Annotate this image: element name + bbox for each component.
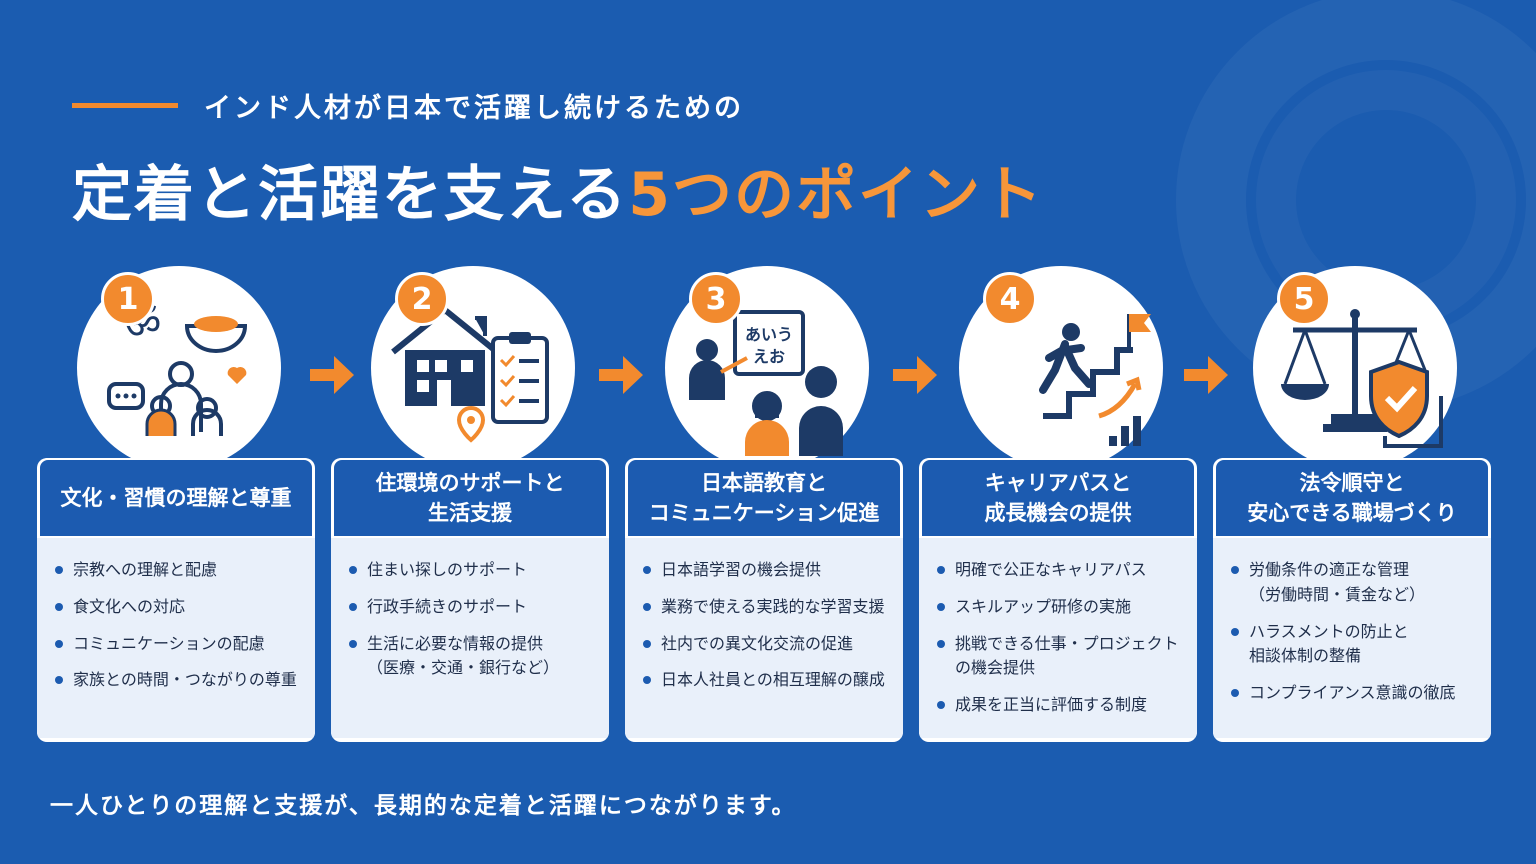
point-number: 4 bbox=[983, 272, 1037, 326]
illustration-circle: あいう えお 3 bbox=[665, 266, 869, 470]
list-item: 業務で使える実践的な学習支援 bbox=[643, 595, 889, 620]
list-item: 行政手続きのサポート bbox=[349, 595, 595, 620]
card-list: 日本語学習の機会提供 業務で使える実践的な学習支援 社内での異文化交流の促進 日… bbox=[625, 538, 903, 738]
illustration-circle: 4 bbox=[959, 266, 1163, 470]
point-card: 法令順守と 安心できる職場づくり 労働条件の適正な管理 （労働時間・賃金など） … bbox=[1213, 458, 1491, 742]
card-list: 住まい探しのサポート 行政手続きのサポート 生活に必要な情報の提供 （医療・交通… bbox=[331, 538, 609, 738]
list-item: 日本人社員との相互理解の醸成 bbox=[643, 668, 889, 693]
title-accent: 5つのポイント bbox=[628, 160, 1044, 230]
illustration-circle: ॐ 1 bbox=[77, 266, 281, 470]
list-item: コミュニケーションの配慮 bbox=[55, 632, 301, 657]
card-title-line: 文化・習慣の理解と尊重 bbox=[60, 485, 292, 510]
scale-shield-icon bbox=[1281, 309, 1443, 448]
list-item: 宗教への理解と配慮 bbox=[55, 558, 301, 583]
page-title: 定着と活躍を支える5つのポイント bbox=[72, 146, 1044, 233]
card-title-line: 成長機会の提供 bbox=[984, 501, 1132, 525]
list-item: スキルアップ研修の実施 bbox=[937, 595, 1183, 620]
card-title: 日本語教育と コミュニケーション促進 bbox=[626, 458, 902, 538]
arrow-right-icon bbox=[310, 356, 354, 394]
card-title-line: 法令順守と bbox=[1299, 470, 1405, 495]
list-item: コンプライアンス意識の徹底 bbox=[1231, 681, 1477, 706]
card-title-line: キャリアパスと bbox=[984, 470, 1132, 495]
card-title-line: 生活支援 bbox=[428, 501, 512, 525]
career-stairs-icon bbox=[1039, 314, 1151, 446]
arrow-right-icon bbox=[893, 356, 937, 394]
arrow-right-icon bbox=[599, 356, 643, 394]
card-title: 文化・習慣の理解と尊重 bbox=[38, 458, 314, 538]
list-item: 住まい探しのサポート bbox=[349, 558, 595, 583]
card-list: 明確で公正なキャリアパス スキルアップ研修の実施 挑戦できる仕事・プロジェクト … bbox=[919, 538, 1197, 738]
card-title-line: 日本語教育と bbox=[701, 470, 827, 495]
point-card: 日本語教育と コミュニケーション促進 日本語学習の機会提供 業務で使える実践的な… bbox=[625, 458, 903, 742]
card-list: 労働条件の適正な管理 （労働時間・賃金など） ハラスメントの防止と 相談体制の整… bbox=[1213, 538, 1491, 738]
card-title: キャリアパスと 成長機会の提供 bbox=[920, 458, 1196, 538]
list-item: ハラスメントの防止と 相談体制の整備 bbox=[1231, 620, 1477, 670]
japanese-lesson-icon: あいう えお bbox=[689, 310, 843, 456]
subtitle: インド人材が日本で活躍し続けるための bbox=[204, 93, 744, 124]
card-title: 法令順守と 安心できる職場づくり bbox=[1214, 458, 1490, 538]
card-title-line: 安心できる職場づくり bbox=[1247, 501, 1457, 525]
point-number: 1 bbox=[101, 272, 155, 326]
illustration-circle: 2 bbox=[371, 266, 575, 470]
point-card: 文化・習慣の理解と尊重 宗教への理解と配慮 食文化への対応 コミュニケーションの… bbox=[37, 458, 315, 742]
list-item: 労働条件の適正な管理 （労働時間・賃金など） bbox=[1231, 558, 1477, 608]
subtitle-accent-line bbox=[72, 103, 178, 108]
list-item: 明確で公正なキャリアパス bbox=[937, 558, 1183, 583]
point-card: キャリアパスと 成長機会の提供 明確で公正なキャリアパス スキルアップ研修の実施… bbox=[919, 458, 1197, 742]
list-item: 日本語学習の機会提供 bbox=[643, 558, 889, 583]
arrow-right-icon bbox=[1184, 356, 1228, 394]
card-title-line: 住環境のサポートと bbox=[375, 470, 565, 495]
card-title: 住環境のサポートと 生活支援 bbox=[332, 458, 608, 538]
list-item: 生活に必要な情報の提供 （医療・交通・銀行など） bbox=[349, 632, 595, 682]
list-item: 社内での異文化交流の促進 bbox=[643, 632, 889, 657]
house-checklist-icon bbox=[391, 306, 549, 443]
card-title-line: コミュニケーション促進 bbox=[648, 501, 880, 525]
point-number: 5 bbox=[1277, 272, 1331, 326]
point-number: 2 bbox=[395, 272, 449, 326]
list-item: 成果を正当に評価する制度 bbox=[937, 693, 1183, 718]
footer-message: 一人ひとりの理解と支援が、長期的な定着と活躍につながります。 bbox=[50, 793, 797, 819]
board-text: えお bbox=[753, 347, 785, 366]
list-item: 家族との時間・つながりの尊重 bbox=[55, 668, 301, 693]
list-item: 食文化への対応 bbox=[55, 595, 301, 620]
list-item: 挑戦できる仕事・プロジェクト の機会提供 bbox=[937, 632, 1183, 682]
point-number: 3 bbox=[689, 272, 743, 326]
card-list: 宗教への理解と配慮 食文化への対応 コミュニケーションの配慮 家族との時間・つな… bbox=[37, 538, 315, 738]
point-card: 住環境のサポートと 生活支援 住まい探しのサポート 行政手続きのサポート 生活に… bbox=[331, 458, 609, 742]
illustration-circle: 5 bbox=[1253, 266, 1457, 470]
title-main: 定着と活躍を支える bbox=[72, 160, 629, 230]
board-text: あいう bbox=[745, 325, 793, 344]
subtitle-row: インド人材が日本で活躍し続けるための bbox=[72, 86, 744, 125]
